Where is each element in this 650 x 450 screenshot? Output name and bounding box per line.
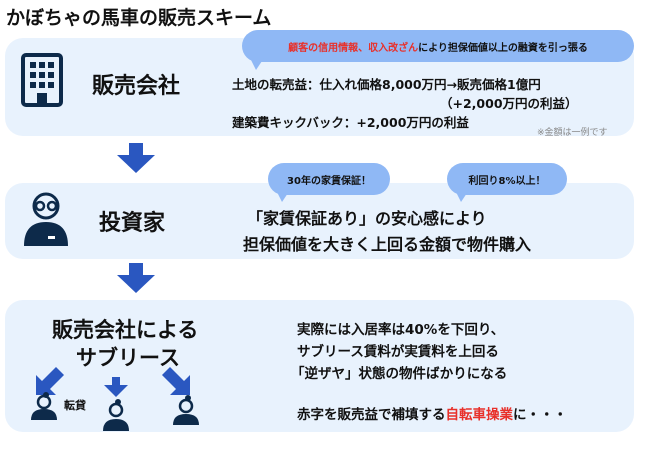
bubble-yield: 利回り8%以上！ [447, 163, 567, 195]
sublease-line-2: サブリース賃料が実賃料を上回る [297, 344, 499, 360]
sales-line-2: （+2,000万円の利益） [440, 96, 578, 111]
page-title: かぼちゃの馬車の販売スキーム [6, 7, 272, 29]
down-arrow-icon [117, 143, 155, 173]
sales-company-bubble: 顧客の信用情報、収入改ざんにより担保価値以上の融資を引っ張る [242, 30, 634, 62]
sublet-label: 転貸 [64, 399, 86, 412]
tenant-icon [173, 395, 199, 425]
tenant-icon [103, 399, 129, 431]
bubble-tail [455, 190, 469, 202]
investor-panel [5, 183, 634, 259]
investor-label: 投資家 [99, 211, 166, 236]
investor-line-1: 「家賃保証あり」の安心感により [247, 209, 487, 228]
bubble-red-text: 顧客の信用情報、収入改ざん [288, 42, 419, 54]
bubble-tail [250, 58, 264, 70]
sublease-last-line: 赤字を販売益で補填する自転車操業に・・・ [297, 403, 567, 423]
last-pre: 赤字を販売益で補填する [297, 407, 446, 423]
building-icon [21, 53, 63, 107]
sales-company-label: 販売会社 [92, 74, 181, 99]
sublease-label-2: サブリース [76, 346, 180, 370]
bubble-text: により担保価値以上の融資を引っ張る [418, 42, 588, 54]
bubble-tail [276, 190, 290, 202]
sales-line-1: 土地の転売益：仕入れ価格8,000万円→販売価格1億円 [232, 77, 541, 92]
investor-icon [24, 192, 68, 246]
sales-line-3: 建築費キックバック：+2,000万円の利益 [232, 115, 469, 130]
sublease-diagram [31, 367, 199, 431]
amount-note: ※金額は一例です [537, 128, 608, 138]
sublease-line-1: 実際には入居率は40%を下回り、 [297, 322, 505, 338]
last-post: に・・・ [513, 407, 567, 423]
investor-line-2: 担保価値を大きく上回る金額で物件購入 [243, 235, 532, 254]
diagonal-arrow-icon [36, 367, 64, 395]
down-arrow-icon [117, 263, 155, 293]
tenant-icon [31, 392, 57, 420]
diagonal-arrow-icon [162, 367, 190, 395]
sublease-line-3: 「逆ザヤ」状態の物件ばかりになる [291, 366, 508, 382]
last-red: 自転車操業 [445, 407, 514, 423]
bubble-rent-guarantee: 30年の家賃保証！ [268, 163, 390, 195]
down-arrow-icon [104, 377, 128, 397]
sublease-label-1: 販売会社による [52, 318, 199, 342]
